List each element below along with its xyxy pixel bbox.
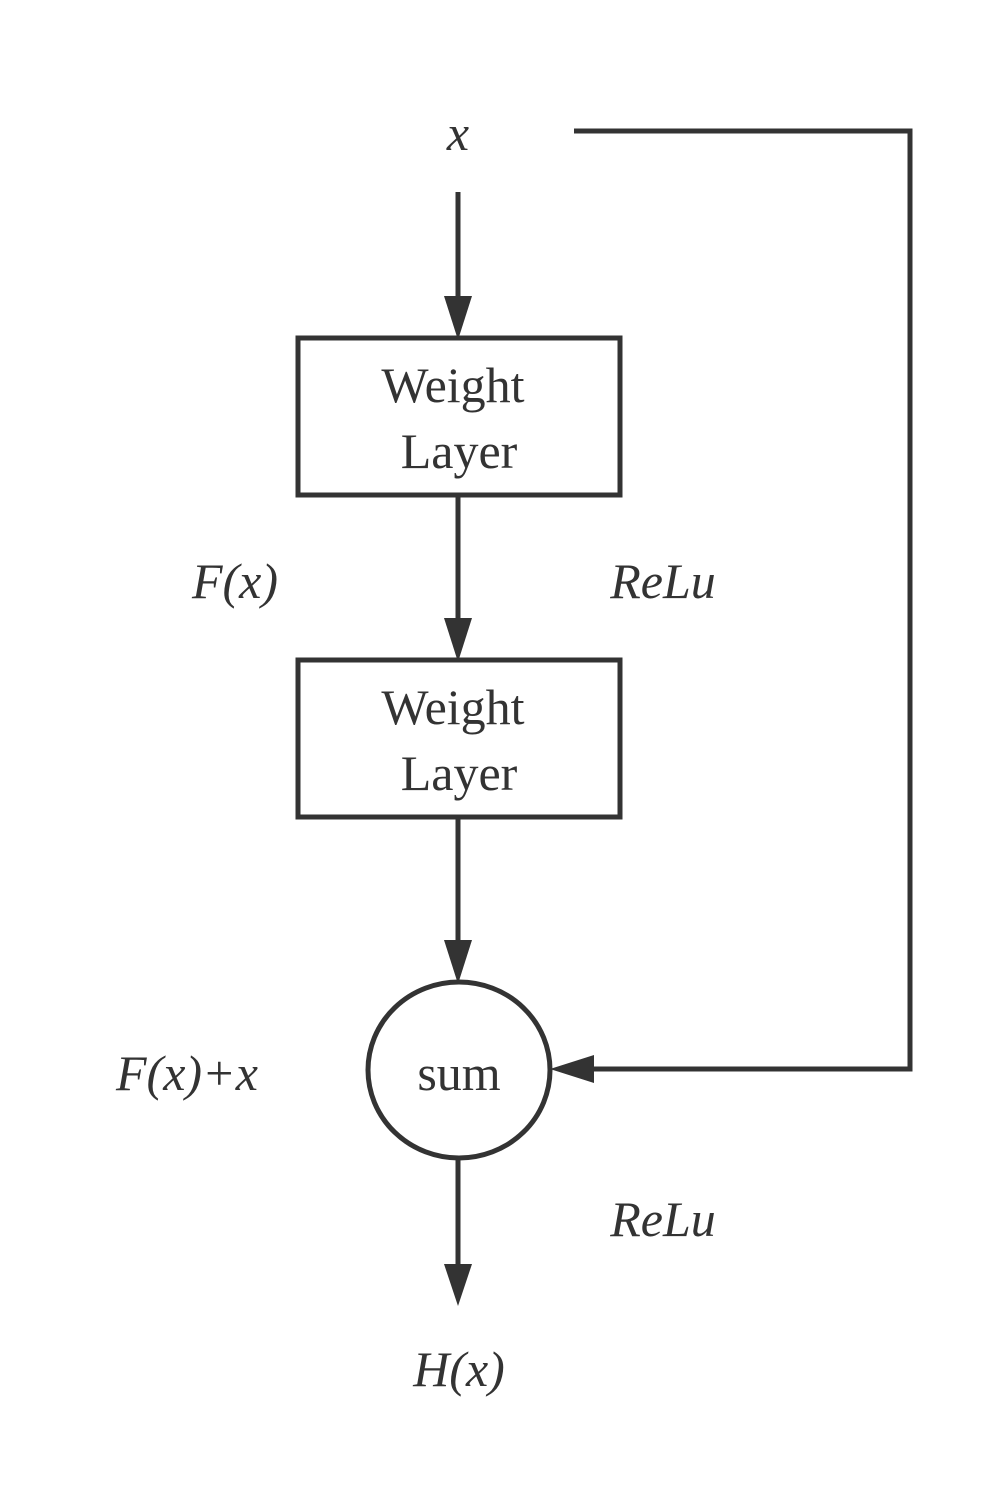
input-label: x [446, 105, 469, 161]
relu-label-1: ReLu [609, 553, 716, 609]
arrowhead-layer1 [444, 296, 472, 340]
weight-layer-2-line2: Layer [401, 745, 518, 801]
skip-connection-line [574, 128, 913, 1072]
arrowhead-skip-connection [550, 1055, 594, 1083]
weight-layer-2-line1: Weight [381, 679, 524, 735]
arrowhead-output [444, 1264, 472, 1306]
sum-node-label: sum [417, 1045, 500, 1101]
weight-layer-1-line1: Weight [381, 357, 524, 413]
sum-output-label: F(x)+x [115, 1045, 258, 1101]
weight-layer-1-line2: Layer [401, 423, 518, 479]
relu-label-2: ReLu [609, 1191, 716, 1247]
output-label: H(x) [412, 1341, 505, 1397]
arrowhead-sum [444, 940, 472, 984]
residual-function-label: F(x) [191, 553, 278, 609]
arrowhead-layer2 [444, 618, 472, 662]
